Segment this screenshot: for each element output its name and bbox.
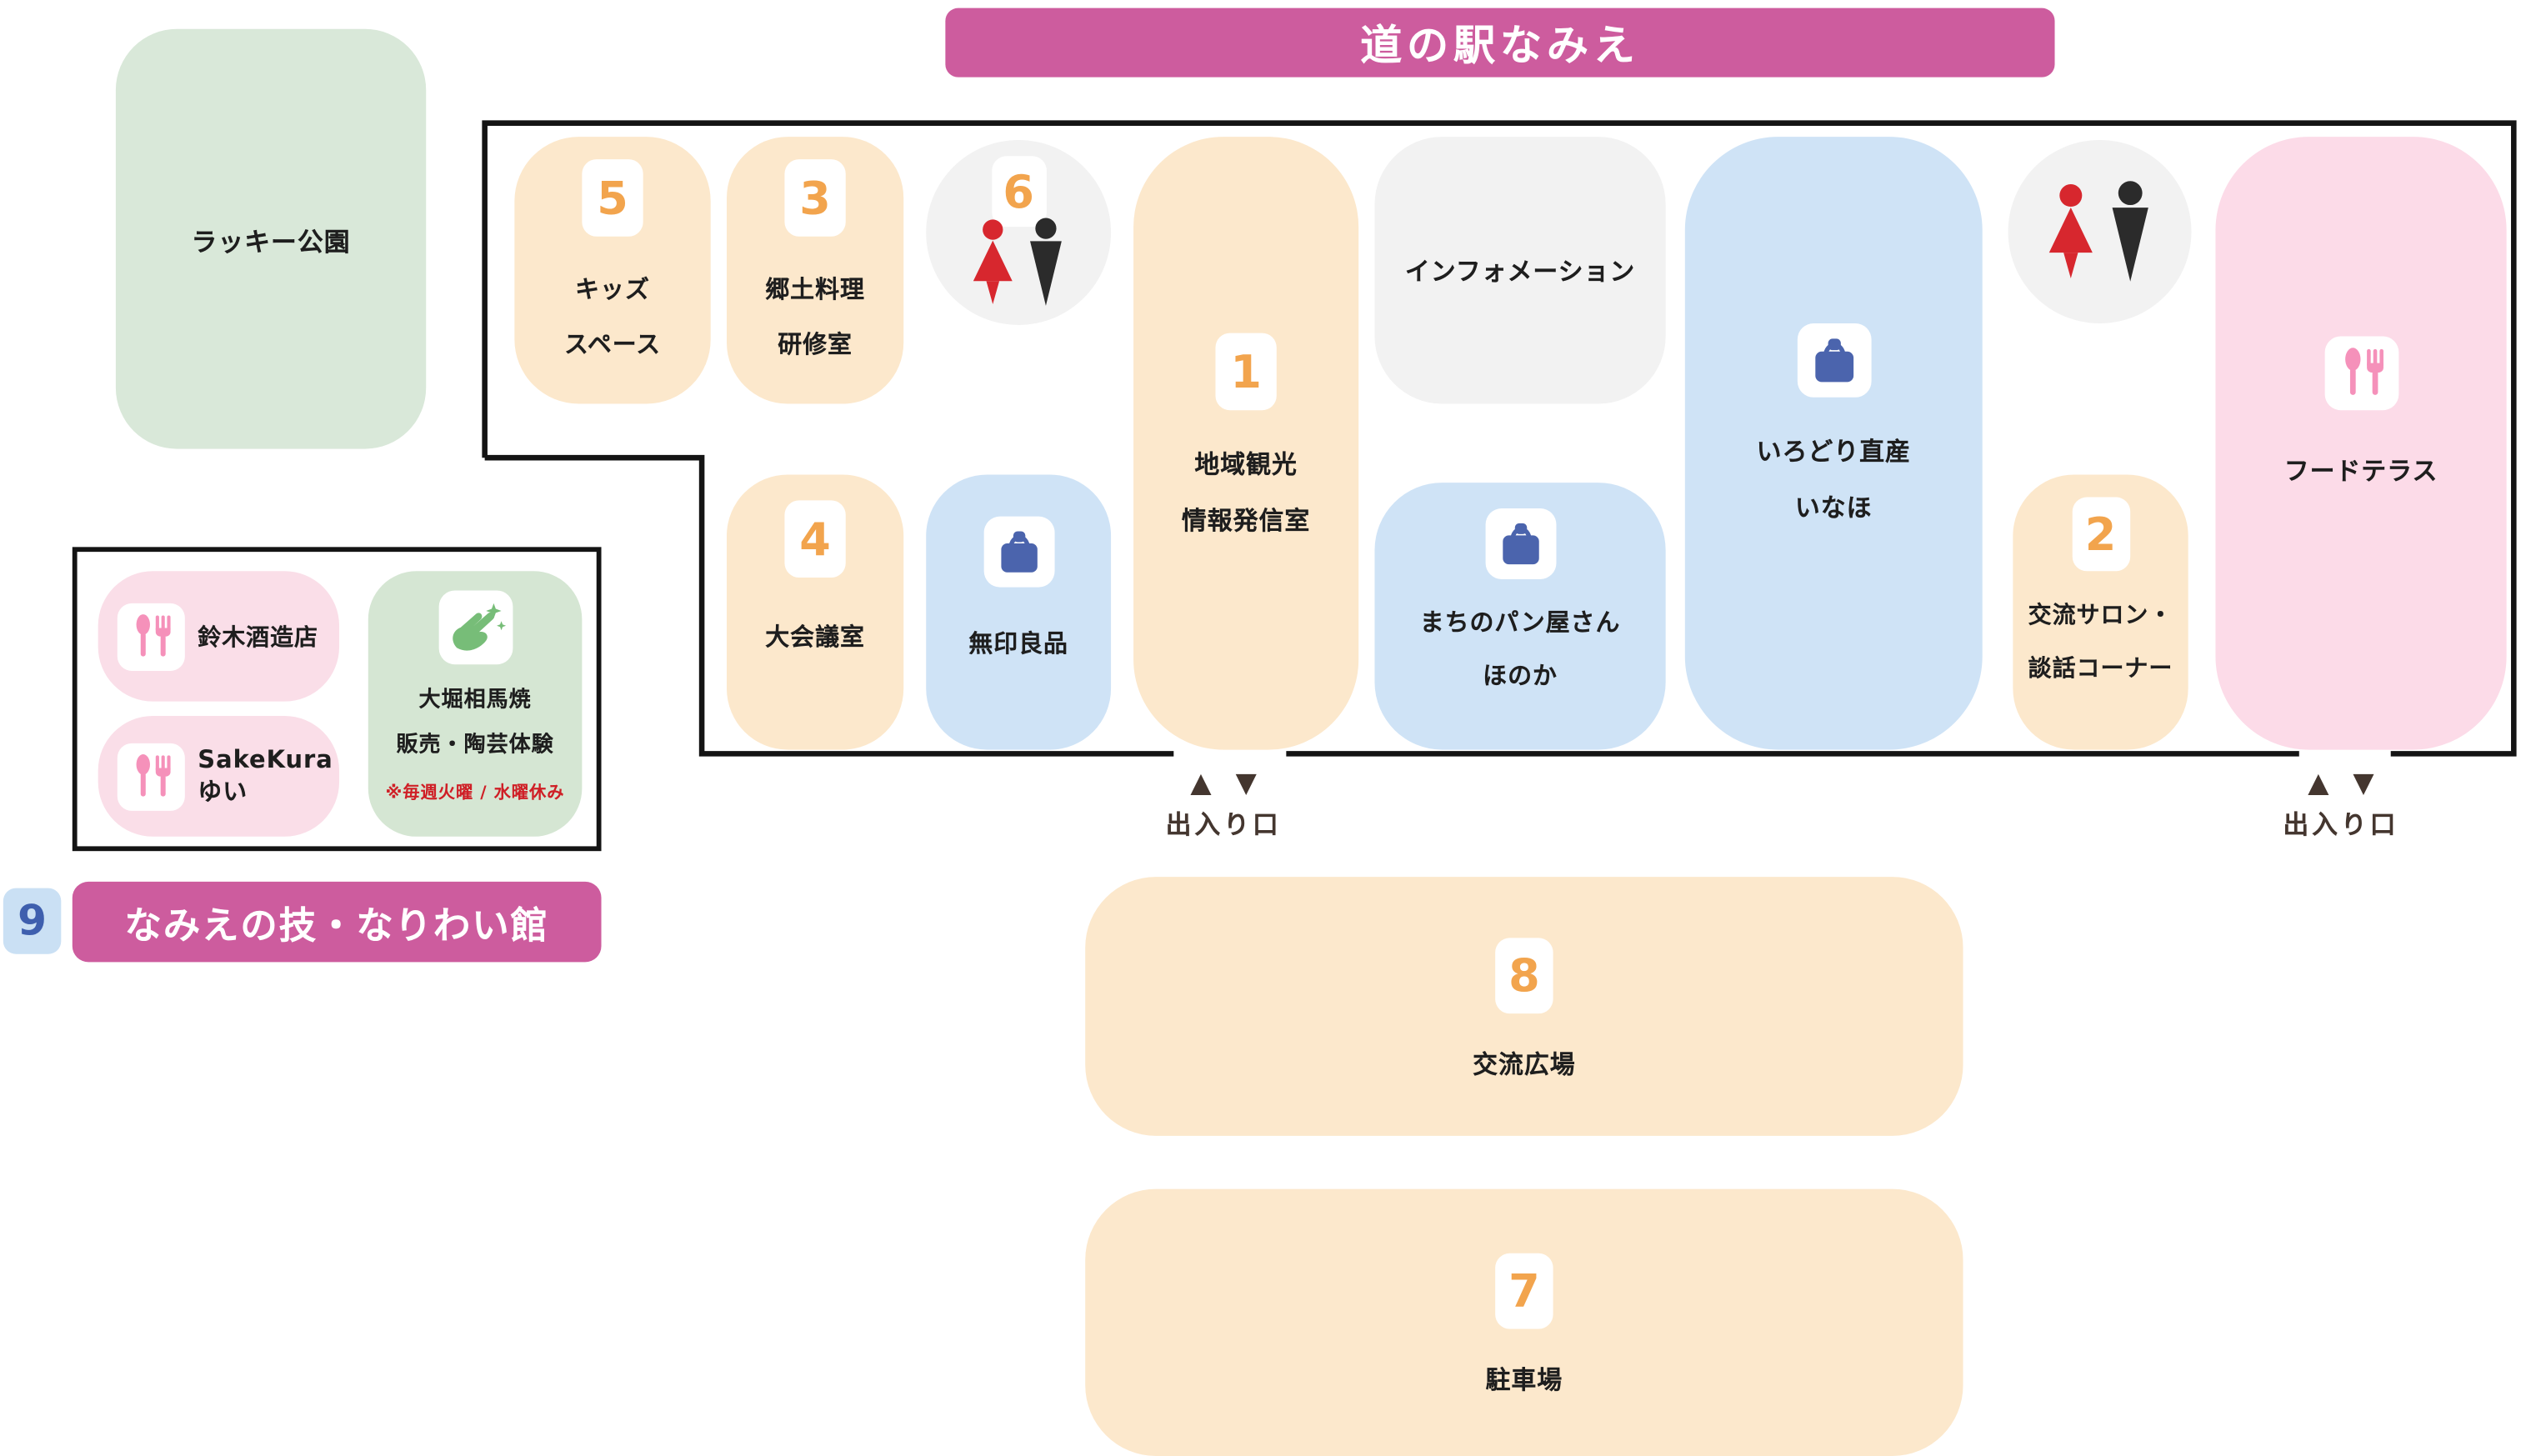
- area-lucky-park: ラッキー公園: [115, 28, 427, 449]
- entrance-label: 出入り口: [1165, 808, 1282, 840]
- annex-number-badge: 9: [3, 888, 62, 954]
- area-food-terrace: フードテラス: [2215, 137, 2507, 750]
- room-label: インフォメーション: [1404, 257, 1636, 287]
- room-label: いなほ: [1794, 493, 1873, 523]
- area-kids-space: 5 キッズ スペース: [514, 137, 711, 404]
- area-muji: 無印良品: [926, 474, 1112, 750]
- area-restroom-right: [2008, 139, 2192, 324]
- shop-label: 鈴木酒造店: [198, 625, 318, 652]
- annex-number: 9: [18, 897, 48, 946]
- room-number: 5: [597, 171, 628, 225]
- area-parking: 7 駐車場: [1085, 1188, 1963, 1456]
- title-banner: 道の駅なみえ: [945, 8, 2055, 78]
- annex-sakekura-yui: SakeKura ゆい: [98, 716, 340, 837]
- room-label: スペース: [563, 329, 662, 359]
- food-icon-badge: [117, 742, 185, 810]
- room-label: 研修室: [778, 329, 853, 359]
- room-label: 交流広場: [1473, 1050, 1576, 1080]
- triangle-up-icon: ▲: [1190, 767, 1212, 800]
- room-number-badge: 8: [1495, 938, 1553, 1014]
- pottery-closed-note: ※毎週火曜 / 水曜休み: [385, 783, 565, 803]
- area-information: インフォメーション: [1374, 137, 1666, 404]
- entrance-left: ▲ ▼ 出入り口: [1127, 767, 1320, 842]
- room-number-badge: 1: [1215, 333, 1277, 411]
- room-number: 2: [2084, 508, 2117, 561]
- shop-label: SakeKura: [198, 744, 333, 774]
- shopping-bag-icon: [1000, 531, 1037, 573]
- triangle-down-icon: ▼: [2353, 767, 2374, 800]
- male-icon: [2112, 181, 2148, 282]
- room-label: 無印良品: [968, 628, 1068, 658]
- page-title: 道の駅なみえ: [1360, 23, 1640, 71]
- male-icon: [1030, 218, 1062, 306]
- annex-suzuki-brewery: 鈴木酒造店: [98, 571, 340, 702]
- shopping-bag-icon: [1814, 338, 1853, 383]
- shop-label: ゆい: [198, 777, 248, 807]
- room-label: 地域観光: [1194, 450, 1298, 480]
- shop-label: 販売・陶芸体験: [396, 732, 554, 758]
- shop-icon-badge: [1796, 323, 1871, 398]
- room-label: 情報発信室: [1181, 507, 1311, 536]
- shop-label: 大堀相馬焼: [418, 687, 532, 713]
- area-meeting-room: 4 大会議室: [726, 474, 904, 750]
- room-number-badge: 4: [784, 500, 846, 578]
- female-icon: [973, 219, 1013, 305]
- cutlery-icon: [136, 753, 171, 796]
- room-label: 駐車場: [1485, 1365, 1563, 1395]
- room-label: いろどり直産: [1756, 438, 1911, 467]
- room-label: まちのパン屋さん: [1419, 608, 1621, 638]
- room-number: 3: [799, 171, 831, 225]
- lucky-park-label: ラッキー公園: [191, 226, 351, 257]
- area-cuisine-training: 3 郷土料理 研修室: [726, 137, 904, 404]
- shop-icon-badge: [1484, 508, 1556, 579]
- cutlery-icon: [136, 613, 171, 656]
- area-exchange-plaza: 8 交流広場: [1085, 877, 1963, 1136]
- annex-box: 鈴木酒造店 SakeKura ゆい: [72, 547, 602, 852]
- area-farm-shop-inaho: いろどり直産 いなほ: [1684, 137, 1983, 750]
- room-number-badge: 7: [1495, 1253, 1553, 1329]
- food-icon-badge: [2323, 336, 2398, 411]
- room-number: 4: [799, 512, 831, 566]
- room-number-badge: 3: [784, 159, 846, 237]
- room-label: フードテラス: [2283, 457, 2438, 486]
- room-label: ほのか: [1483, 661, 1558, 691]
- room-label: 郷土料理: [765, 275, 865, 304]
- area-restroom-6: 6: [926, 139, 1112, 325]
- shop-icon-badge: [983, 516, 1054, 588]
- food-icon-badge: [117, 602, 185, 671]
- room-number-badge: 5: [582, 159, 643, 237]
- craft-icon-badge: [438, 590, 513, 665]
- shopping-bag-icon: [1502, 523, 1538, 565]
- room-number-badge: 2: [2071, 497, 2130, 572]
- entrance-right: ▲ ▼ 出入り口: [2244, 767, 2438, 842]
- room-label: 大会議室: [765, 623, 865, 652]
- room-number: 8: [1508, 948, 1540, 1003]
- room-label: 交流サロン・: [2028, 603, 2173, 629]
- entrance-label: 出入り口: [2283, 808, 2399, 840]
- triangle-down-icon: ▼: [1235, 767, 1257, 800]
- annex-pottery: 大堀相馬焼 販売・陶芸体験 ※毎週火曜 / 水曜休み: [368, 571, 583, 837]
- room-number-badge: 6: [991, 156, 1046, 228]
- room-label: 談話コーナー: [2028, 656, 2173, 683]
- area-bakery-honoka: まちのパン屋さん ほのか: [1374, 483, 1666, 750]
- room-number: 6: [1003, 164, 1034, 218]
- cutlery-icon: [2344, 348, 2383, 395]
- annex-banner-label: なみえの技・なりわい館: [124, 905, 549, 948]
- room-number: 7: [1508, 1264, 1540, 1318]
- female-icon: [2048, 184, 2093, 278]
- room-label: キッズ: [575, 275, 650, 304]
- annex-banner: なみえの技・なりわい館: [72, 881, 602, 963]
- triangle-up-icon: ▲: [2308, 767, 2329, 800]
- area-tourism-info-room: 1 地域観光 情報発信室: [1133, 137, 1359, 750]
- area-exchange-salon: 2 交流サロン・ 談話コーナー: [2013, 474, 2188, 750]
- hand-sparkle-icon: [452, 603, 506, 651]
- room-number: 1: [1230, 345, 1262, 398]
